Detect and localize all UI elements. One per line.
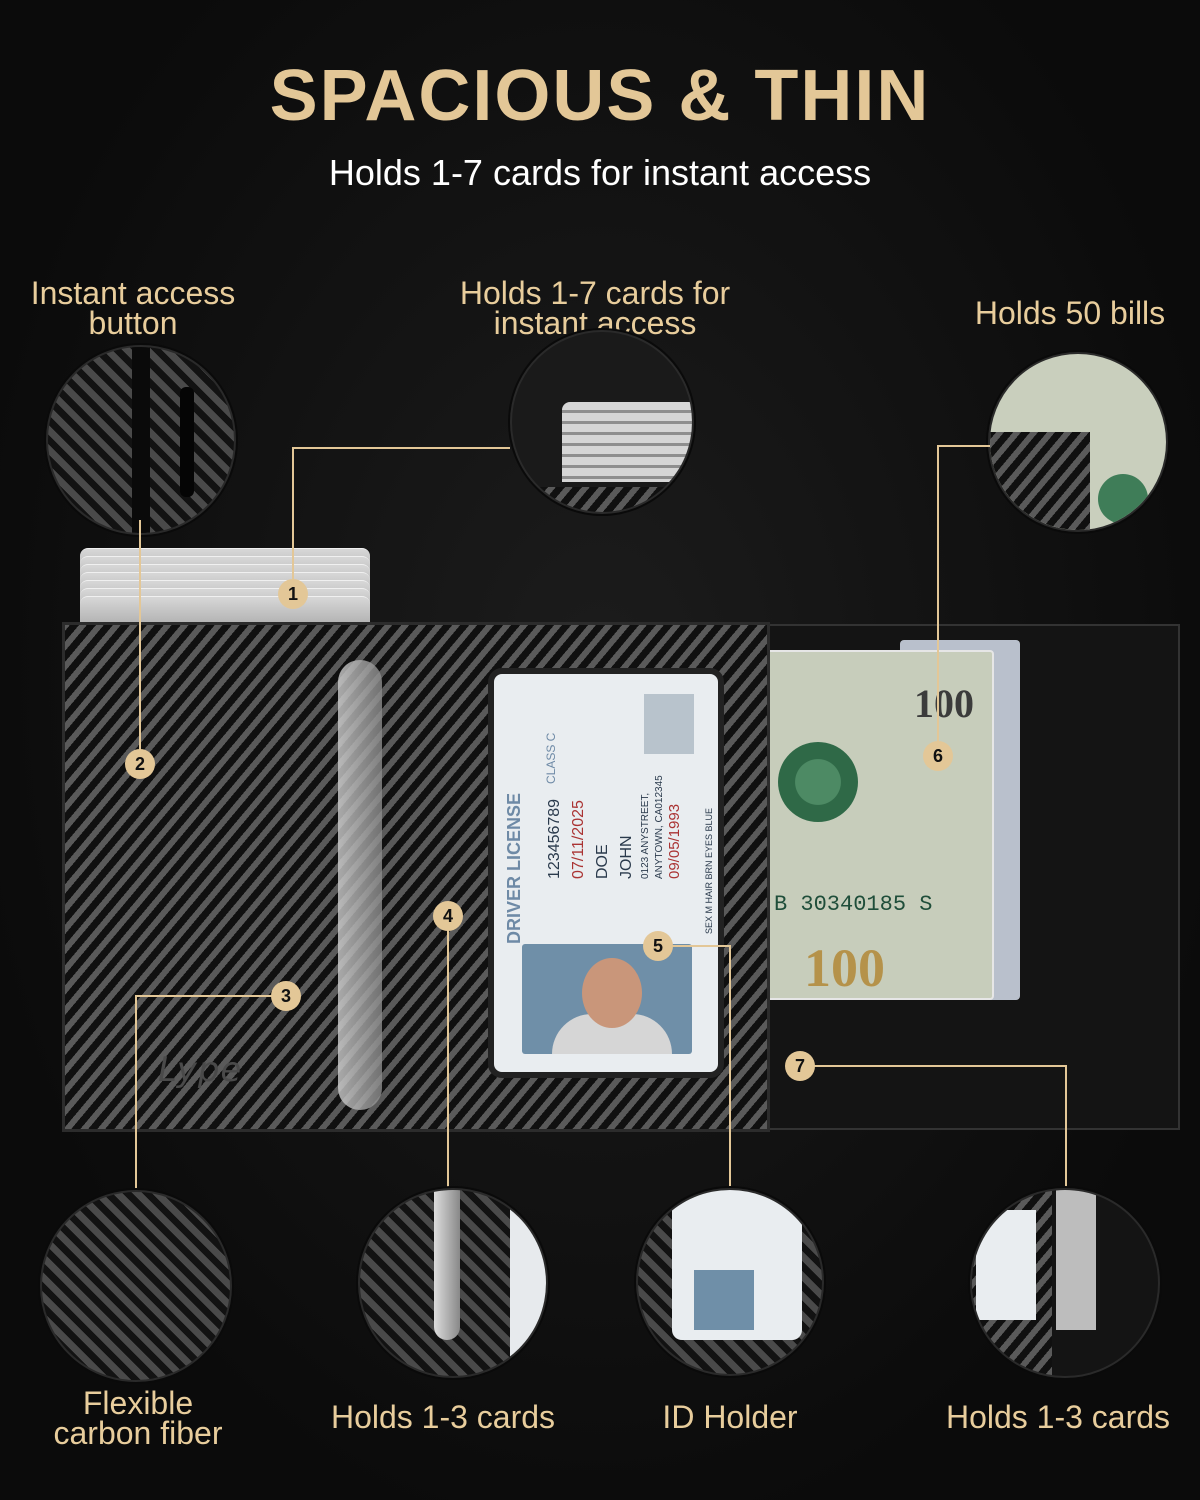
callout-line-3: [135, 995, 286, 1190]
bill-100: 100 B 30340185 S 100: [762, 650, 994, 1000]
label-bills: Holds 50 bills: [950, 295, 1190, 331]
detail-circle-inner-slot: [970, 1188, 1160, 1378]
page-title: SPACIOUS & THIN: [269, 56, 931, 136]
label-instant-access: Instant access button: [8, 275, 258, 341]
badge-5: 5: [643, 931, 673, 961]
label-line: Flexible: [82, 1385, 194, 1421]
detail-circle-access-button: [46, 345, 236, 535]
id-card: DRIVER LICENSE 123456789 07/11/2025 DOE …: [488, 668, 724, 1078]
label-line: Holds 1-7 cards for: [459, 275, 731, 311]
detail-circle-card-slot: [358, 1188, 548, 1378]
label-line: Instant access: [30, 275, 236, 311]
brand-logo: Lype: [158, 1050, 243, 1090]
bill-denomination-bottom: 100: [804, 938, 885, 998]
badge-3: 3: [271, 981, 301, 1011]
badge-2: 2: [125, 749, 155, 779]
label-line: Holds 50 bills: [974, 295, 1166, 331]
label-line: carbon fiber: [53, 1415, 223, 1451]
treasury-seal-icon: [778, 742, 858, 822]
bill-denomination-top: 100: [914, 681, 974, 726]
label-line: Holds 1-3 cards: [945, 1399, 1171, 1435]
card-stack: [80, 548, 370, 628]
callout-line-5: [658, 945, 731, 1190]
detail-circle-card-stack: [510, 330, 694, 514]
detail-circle-id-holder: [636, 1188, 824, 1376]
label-cards-1-7: Holds 1-7 cards for instant access: [425, 275, 765, 339]
label-id-holder: ID Holder: [630, 1399, 830, 1435]
card: [80, 596, 370, 627]
id-small-photo: [644, 694, 694, 754]
page-subtitle: Holds 1-7 cards for instant access: [328, 152, 872, 193]
callout-line-6: [937, 445, 990, 756]
detail-circle-bills: [988, 352, 1168, 532]
badge-7: 7: [785, 1051, 815, 1081]
label-carbon-fiber: Flexible carbon fiber: [18, 1385, 258, 1451]
detail-circle-carbon-fiber: [40, 1190, 232, 1382]
label-cards-1-3-right: Holds 1-3 cards: [918, 1399, 1198, 1435]
label-line: button: [88, 305, 178, 341]
bill-serial: B 30340185 S: [774, 892, 933, 917]
label-line: ID Holder: [662, 1399, 798, 1435]
id-photo-face: [582, 958, 642, 1028]
card-slot-pocket: [338, 660, 382, 1110]
id-photo: [522, 944, 692, 1054]
badge-6: 6: [923, 741, 953, 771]
badge-1: 1: [278, 579, 308, 609]
label-cards-1-3-left: Holds 1-3 cards: [298, 1399, 588, 1435]
callout-line-1: [292, 447, 510, 594]
badge-4: 4: [433, 901, 463, 931]
callout-line-7: [800, 1065, 1067, 1190]
label-line: Holds 1-3 cards: [330, 1399, 556, 1435]
